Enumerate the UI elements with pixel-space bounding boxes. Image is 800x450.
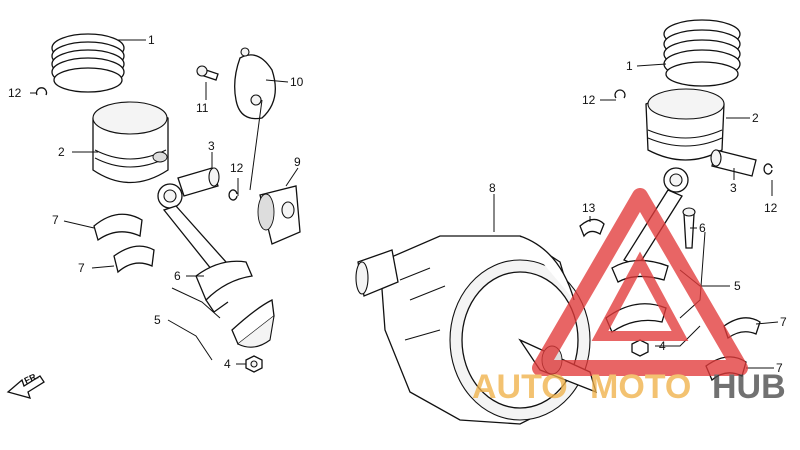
- callouts-right: 1 12 2 8 3 12 13 6 5 7 4 7: [489, 59, 787, 375]
- callout-3-right: 3: [730, 181, 737, 195]
- rod-cap-left: [231, 299, 275, 348]
- piston-rings-right: [663, 19, 741, 87]
- callout-9-left: 9: [294, 155, 301, 169]
- callout-11-left: 11: [196, 101, 209, 115]
- watermark-moto: MOTO: [590, 368, 691, 406]
- rod-bolt-right: [682, 207, 696, 249]
- crank-gear-left: [257, 185, 301, 245]
- callout-6-left: 6: [174, 269, 181, 283]
- callout-4-right: 4: [659, 339, 666, 353]
- bolt-left: [196, 65, 219, 81]
- callout-13-right: 13: [582, 201, 596, 215]
- callout-7-right-b: 7: [776, 361, 783, 375]
- rod-nut-right: [631, 339, 649, 357]
- callout-4-left: 4: [224, 357, 231, 371]
- callout-2-left: 2: [58, 145, 65, 159]
- callout-7-left-b: 7: [78, 261, 85, 275]
- front-arrow-icon: [6, 375, 45, 399]
- piston-pin-clip-left-a: [35, 87, 48, 96]
- callout-5-left: 5: [154, 313, 161, 327]
- callout-12-left-a: 12: [8, 86, 22, 100]
- piston-pin-left: [177, 167, 220, 197]
- watermark-hub: HUB: [712, 368, 786, 406]
- piston-left: [92, 101, 169, 184]
- callout-12-right-b: 12: [764, 201, 778, 215]
- callout-2-right: 2: [752, 111, 759, 125]
- piston-pin-right: [710, 149, 757, 177]
- watermark: AUTO MOTO HUB: [472, 188, 786, 406]
- callout-7-right-a: 7: [780, 315, 787, 329]
- callout-12-left-b: 12: [230, 161, 244, 175]
- callout-10-left: 10: [290, 75, 304, 89]
- callout-7-left-a: 7: [52, 213, 59, 227]
- watermark-auto: AUTO: [472, 368, 568, 406]
- bearing-shell-right-13: [579, 218, 605, 238]
- piston-pin-clip-right-b: [763, 163, 773, 175]
- connecting-rod-left: [157, 183, 253, 313]
- callout-3-left: 3: [208, 139, 215, 153]
- callout-6-right: 6: [699, 221, 706, 235]
- callout-8-right: 8: [489, 181, 496, 195]
- rod-nut-left: [245, 355, 263, 373]
- piston-pin-clip-right-a: [614, 89, 626, 99]
- crankshaft-right: [355, 235, 598, 425]
- bearing-shell-left-b: [113, 245, 155, 274]
- bearing-shell-left-a: [93, 213, 143, 242]
- callout-12-right-a: 12: [582, 93, 596, 107]
- piston-pin-clip-left-b: [228, 189, 238, 201]
- watermark-triangle-icon: [532, 188, 748, 376]
- piston-rings-left: [51, 33, 125, 93]
- piston-right: [645, 88, 725, 161]
- callout-1-left: 1: [148, 33, 155, 47]
- bearing-shell-right-a: [723, 317, 761, 340]
- callout-5-right: 5: [734, 279, 741, 293]
- callout-1-right: 1: [626, 59, 633, 73]
- cam-plate-left: [234, 47, 276, 120]
